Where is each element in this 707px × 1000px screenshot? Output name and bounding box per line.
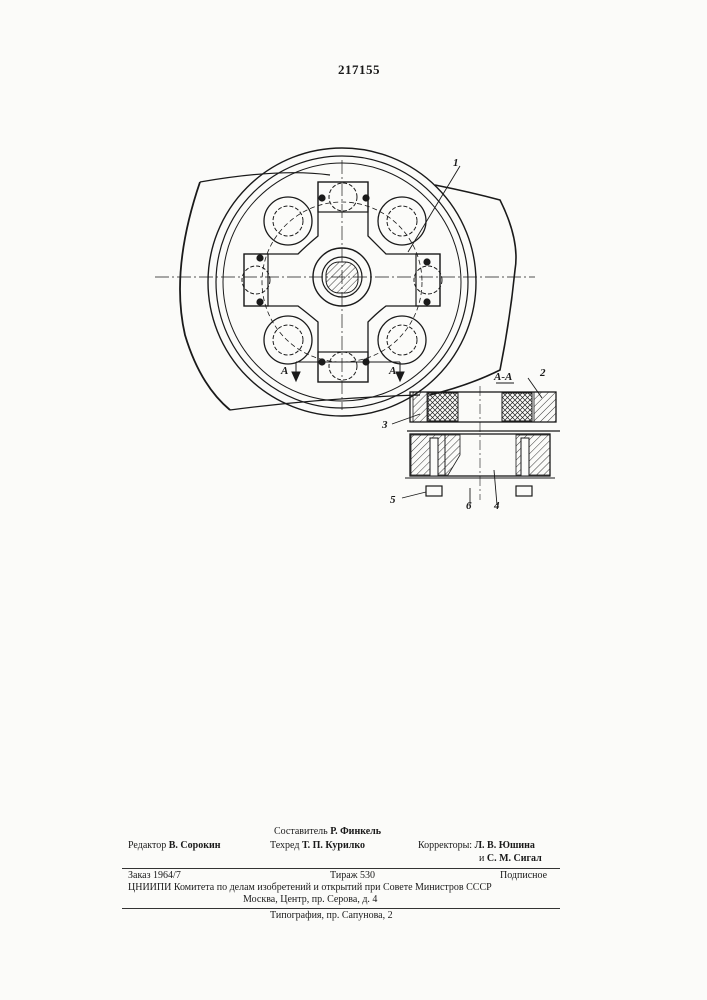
- imprint-circulation: Тираж 530: [330, 870, 375, 881]
- corrector-2-line: и С. М. Сигал: [479, 853, 542, 864]
- imprint-institute: ЦНИИПИ Комитета по делам изобретений и о…: [128, 882, 492, 893]
- part-label-4: 4: [493, 500, 500, 512]
- workpiece-bottom-left: [264, 316, 312, 364]
- corrector-2-prefix: и: [479, 853, 484, 864]
- editor-label: Редактор: [128, 840, 166, 851]
- imprint-address: Москва, Центр, пр. Серова, д. 4: [243, 894, 377, 905]
- clamp-pad-left: [244, 254, 268, 306]
- techred-label: Техред: [270, 840, 299, 851]
- corrector-2: С. М. Сигал: [487, 853, 542, 864]
- top-view: [155, 148, 535, 416]
- imprint-order: Заказ 1964/7: [128, 870, 181, 881]
- section-marker-left: A: [280, 365, 288, 377]
- clamp-pad-top: [318, 182, 368, 212]
- workpiece-top-right: [378, 197, 426, 245]
- part-label-6: 6: [466, 500, 472, 512]
- techred-line: Техред Т. П. Курилко: [270, 840, 365, 851]
- divider-top: [122, 868, 560, 869]
- editor-line: Редактор В. Сорокин: [128, 840, 220, 851]
- imprint-subscription: Подписное: [500, 870, 547, 881]
- section-marker-right: A: [388, 365, 396, 377]
- editor-name: В. Сорокин: [169, 840, 221, 851]
- imprint-printing: Типография, пр. Сапунова, 2: [270, 910, 393, 921]
- correctors-label: Корректоры:: [418, 840, 472, 851]
- workpiece-bottom-right: [378, 316, 426, 364]
- part-label-3: 3: [381, 419, 388, 431]
- clamp-pad-bottom: [318, 352, 368, 382]
- corrector-1: Л. В. Юшина: [475, 840, 535, 851]
- correctors-line: Корректоры: Л. В. Юшина: [418, 840, 535, 851]
- section-view-a-a: [405, 386, 560, 500]
- techred-name: Т. П. Курилко: [302, 840, 365, 851]
- part-label-1: 1: [453, 157, 459, 169]
- part-label-5: 5: [390, 494, 396, 506]
- compiler-line: Составитель Р. Финкель: [274, 826, 381, 837]
- compiler-name: Р. Финкель: [330, 826, 381, 837]
- housing-outline: [180, 182, 230, 410]
- part-label-2: 2: [539, 367, 546, 379]
- section-cut-arrows: [292, 362, 404, 381]
- workpiece-top-left: [264, 197, 312, 245]
- shaft-section: [326, 262, 358, 293]
- divider-bottom: [122, 908, 560, 909]
- section-title: А-А: [493, 371, 512, 383]
- compiler-label: Составитель: [274, 826, 328, 837]
